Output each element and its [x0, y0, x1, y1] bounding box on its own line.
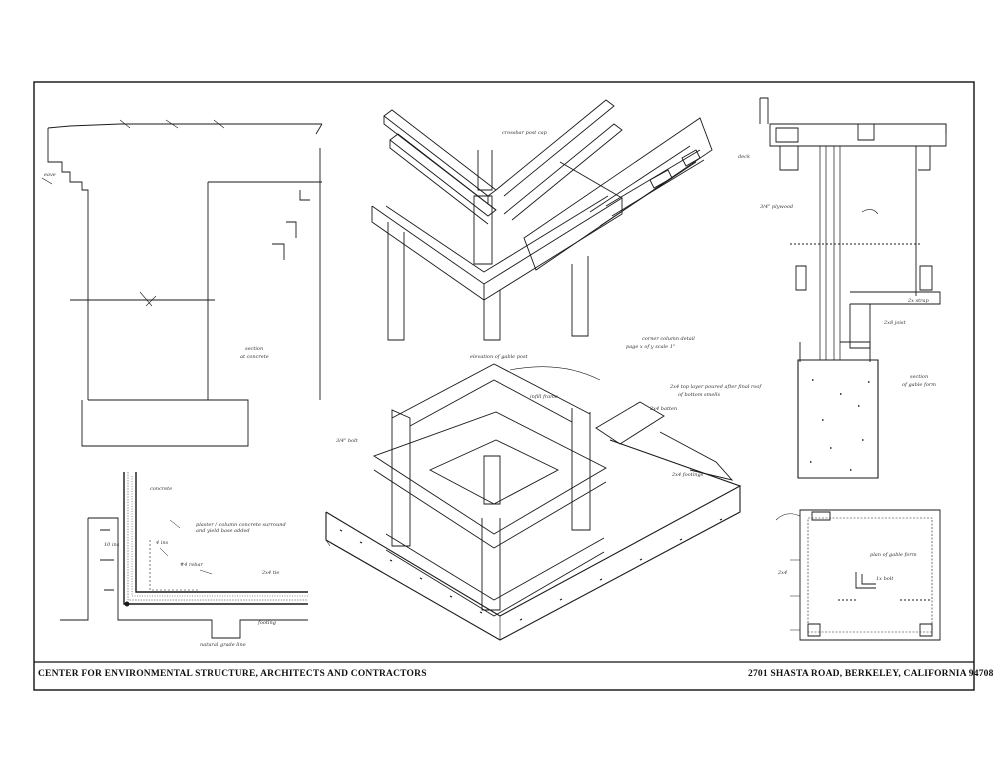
firm-address: 2701 SHASTA ROAD, BERKELEY, CALIFORNIA 9…	[748, 669, 994, 679]
note-tie: 2x4 tie	[261, 570, 279, 576]
note-pier: 2x4 footings	[671, 472, 704, 478]
note-batten: 2x4 batten	[649, 406, 677, 412]
isometric-post-beam-assembly	[371, 99, 713, 341]
note-top-layer: 2x4 top layer poured after final roof	[669, 384, 762, 390]
note-rebar: #4 rebar	[180, 562, 203, 568]
isometric-foundation-assembly	[325, 363, 742, 641]
note-plan-bolt: 1x bolt	[876, 576, 894, 582]
note-page-ref: page x of y scale 1"	[626, 344, 675, 350]
note-section-right-sub: of gable form	[902, 382, 936, 388]
note-plaster-2: and yield base added	[196, 528, 250, 534]
note-section-sub: at concrete	[240, 354, 269, 360]
note-plan: plan of gable form	[870, 552, 917, 558]
eave-section-detail	[41, 119, 323, 447]
note-deck: deck	[738, 154, 750, 160]
note-eave: eave	[44, 172, 56, 178]
note-corner-detail: corner column detail	[642, 336, 695, 342]
note-footing: footing	[257, 620, 276, 626]
plan-of-gable-form	[775, 509, 941, 641]
note-post-cap: crossbar post cap	[502, 130, 548, 136]
note-infill: infill frame	[530, 394, 558, 400]
note-section-right: section	[910, 374, 928, 380]
note-truss: 3/4" plywood	[760, 204, 793, 210]
note-strap: 2x strap	[907, 298, 930, 304]
note-plaster: plaster / column concrete surround	[196, 522, 286, 528]
footing-corner-section	[60, 472, 308, 639]
note-joist: 2x8 joist	[883, 320, 906, 326]
note-concrete: concrete	[150, 486, 172, 492]
note-dim-1: 10 ins	[104, 542, 120, 548]
wall-section-right	[759, 97, 947, 479]
note-section: section	[245, 346, 263, 352]
note-bolt: 3/4" bolt	[336, 438, 359, 444]
note-dim-3: 2x4	[777, 570, 787, 576]
firm-name: CENTER FOR ENVIRONMENTAL STRUCTURE, ARCH…	[38, 669, 427, 679]
sheet-border	[33, 81, 975, 691]
note-grade: natural grade line	[200, 642, 246, 648]
note-top-layer-2: of bottom smells	[678, 392, 720, 398]
note-gable-post: elevation of gable post	[470, 354, 529, 360]
note-dim-2: 4 ins	[155, 540, 169, 546]
